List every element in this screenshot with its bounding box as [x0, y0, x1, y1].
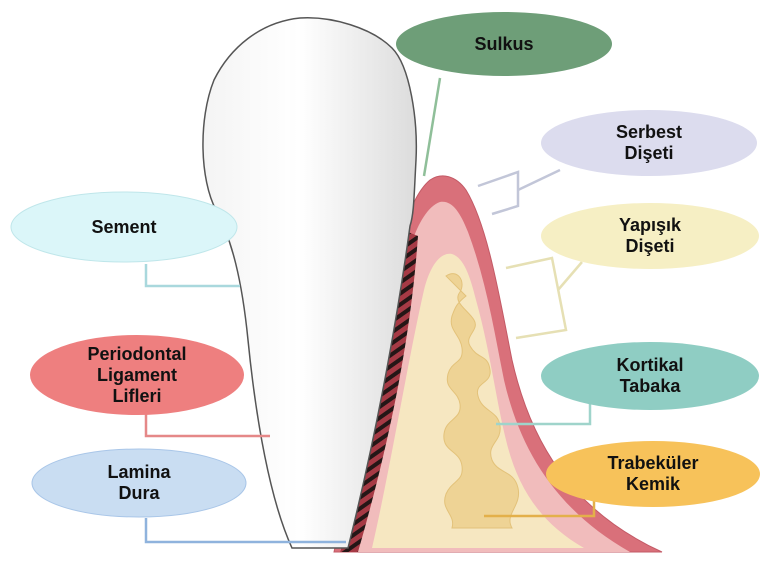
label-lamina-dura: Lamina Dura	[32, 449, 246, 517]
leader-yapisik	[506, 258, 566, 338]
label-kortikal-tabaka: Kortikal Tabaka	[541, 342, 759, 410]
leader-yapisik-link	[558, 262, 582, 290]
label-yapisik-diseti: Yapışık Dişeti	[541, 203, 759, 269]
leader-perio	[146, 414, 270, 436]
leader-serbest	[478, 172, 518, 214]
label-periodontal-ligament-lifleri: Periodontal Ligament Lifleri	[30, 335, 244, 415]
leader-sement	[146, 264, 240, 286]
label-sulkus: Sulkus	[396, 12, 612, 76]
leader-serbest-link	[518, 170, 560, 190]
label-trabekuler-kemik: Trabeküler Kemik	[546, 441, 760, 507]
label-sement: Sement	[11, 192, 237, 262]
leader-sulkus	[424, 78, 440, 176]
label-serbest-diseti: Serbest Dişeti	[541, 110, 757, 176]
